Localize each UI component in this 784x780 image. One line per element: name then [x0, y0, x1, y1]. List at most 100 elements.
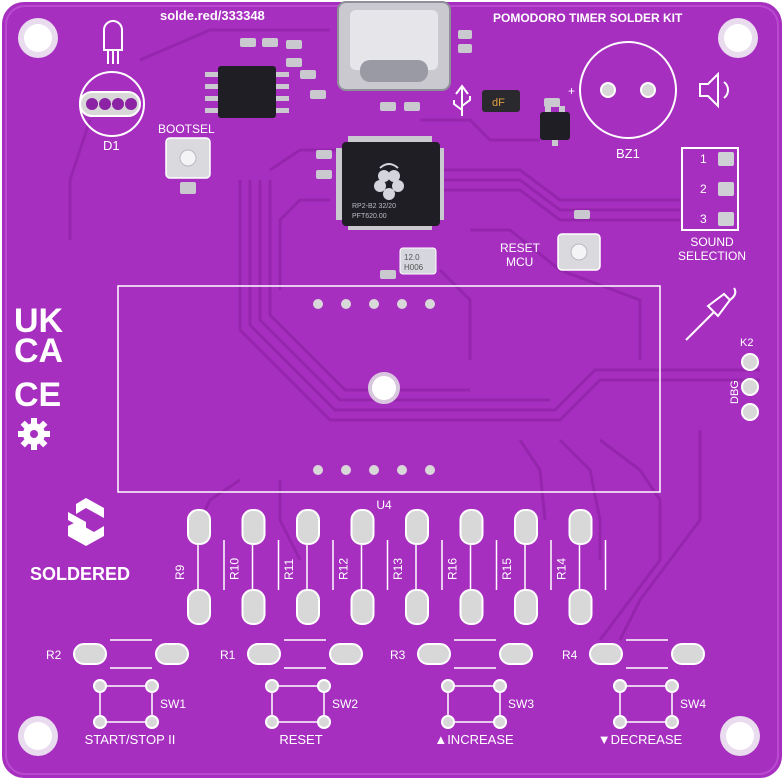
k2-label: K2 [740, 337, 753, 349]
resistor-pad [499, 643, 533, 665]
resistor-pad [329, 643, 363, 665]
resistor-label: R14 [555, 558, 569, 580]
raspberry-logo-icon [374, 163, 404, 200]
switch-label: ▲INCREASE [434, 732, 514, 747]
resistor-pad [405, 509, 429, 545]
led-icon [103, 20, 123, 64]
soldered-logo-icon [68, 498, 104, 546]
crystal-marking-2: H006 [404, 263, 424, 272]
switch-pad [93, 715, 107, 729]
ukca-mark-uk: UK [14, 302, 64, 340]
resistor-r11: R11 [282, 509, 334, 625]
resistor-label: R15 [500, 558, 514, 580]
resistor-r16: R16 [446, 509, 498, 625]
resistor-pad [459, 589, 484, 625]
smd-passives [240, 30, 590, 279]
switch-pad [265, 679, 279, 693]
resistor-r9: R9 [173, 509, 225, 625]
led-d1-label: D1 [103, 138, 120, 153]
resistor-label: R11 [282, 559, 296, 580]
resistor-label: R1 [220, 648, 236, 662]
switch-ref: SW4 [680, 697, 706, 711]
switch-label: RESET [279, 732, 322, 747]
switch-pad [145, 715, 159, 729]
resistor-pad [459, 509, 484, 545]
switch-pad [93, 679, 107, 693]
gear-icon [18, 418, 50, 450]
resistor-pad [296, 509, 320, 545]
switch-pad [265, 715, 279, 729]
switch-pad [145, 679, 159, 693]
switch-sw4[interactable]: SW4▼DECREASE [598, 679, 707, 747]
resistor-pad [405, 589, 429, 625]
crystal-marking-1: 12.0 [404, 253, 420, 262]
resistor-pad [296, 589, 320, 625]
resistor-pad [568, 509, 593, 545]
switch-pad [665, 715, 679, 729]
switch-pad [317, 715, 331, 729]
rp2040-chip: RP2-B2 32/20 PFT620.00 [336, 136, 444, 230]
resistor-pad [514, 509, 538, 545]
resistor-pad [241, 589, 266, 625]
resistor-pad [671, 643, 705, 665]
switch-label: START/STOP II [85, 732, 176, 747]
switch-sw3[interactable]: SW3▲INCREASE [434, 679, 534, 747]
resistor-r4: R4 [562, 639, 705, 669]
bootsel-button[interactable]: BOOTSEL [158, 122, 215, 194]
resistor-label: R9 [173, 564, 187, 580]
ukca-mark-ca: CA [14, 332, 63, 370]
resistor-label: R4 [562, 648, 578, 662]
usb-c-connector [337, 1, 451, 91]
soldered-logo: SOLDERED [30, 498, 130, 584]
switch-pad [665, 679, 679, 693]
brand-name: SOLDERED [30, 564, 130, 584]
probe-icon [685, 287, 737, 341]
resistor-pad [187, 509, 211, 545]
resistor-pad [73, 643, 107, 665]
resistor-label: R2 [46, 648, 62, 662]
dbg-label: DBG [729, 380, 741, 404]
reset-mcu-button[interactable]: RESET MCU [500, 233, 601, 271]
resistor-r3: R3 [390, 639, 533, 669]
u4-label: U4 [376, 498, 392, 512]
resistor-r14: R14 [555, 509, 607, 625]
flash-chip [205, 66, 289, 118]
certification-marks: UK CA CE [14, 302, 64, 450]
board-url: solde.red/333348 [160, 8, 265, 23]
capacitor-marking: dF [492, 97, 505, 109]
switch-pad [613, 679, 627, 693]
led-d1: D1 [79, 20, 145, 153]
reset-mcu-label-2: MCU [506, 255, 533, 269]
board-title: POMODORO TIMER SOLDER KIT [493, 11, 683, 25]
speaker-icon [699, 71, 729, 109]
switch-pad [613, 715, 627, 729]
resistor-pad [187, 589, 211, 625]
capacitor: dF [482, 90, 520, 112]
switch-pad [493, 679, 507, 693]
resistor-label: R13 [391, 558, 405, 580]
resistor-label: R3 [390, 648, 406, 662]
resistor-r12: R12 [337, 509, 389, 625]
buzzer-bz1: BZ1 [579, 41, 729, 161]
usb-icon [453, 84, 471, 116]
plus-mark: + [568, 84, 575, 98]
resistor-pad [417, 643, 451, 665]
sound-option-1: 1 [700, 152, 707, 166]
sound-option-3: 3 [700, 212, 707, 226]
crystal: 12.0 H006 [399, 247, 437, 275]
chip-marking-1: RP2-B2 32/20 [352, 203, 396, 210]
resistor-pad [350, 589, 375, 625]
mounting-holes [18, 18, 760, 756]
debug-header: K2 DBG [685, 287, 759, 421]
bootsel-label: BOOTSEL [158, 122, 215, 136]
horizontal-resistors: R2 R1 R3 R4 [46, 639, 705, 669]
resistor-label: R16 [446, 558, 460, 580]
switch-ref: SW1 [160, 697, 186, 711]
switch-pad [493, 715, 507, 729]
